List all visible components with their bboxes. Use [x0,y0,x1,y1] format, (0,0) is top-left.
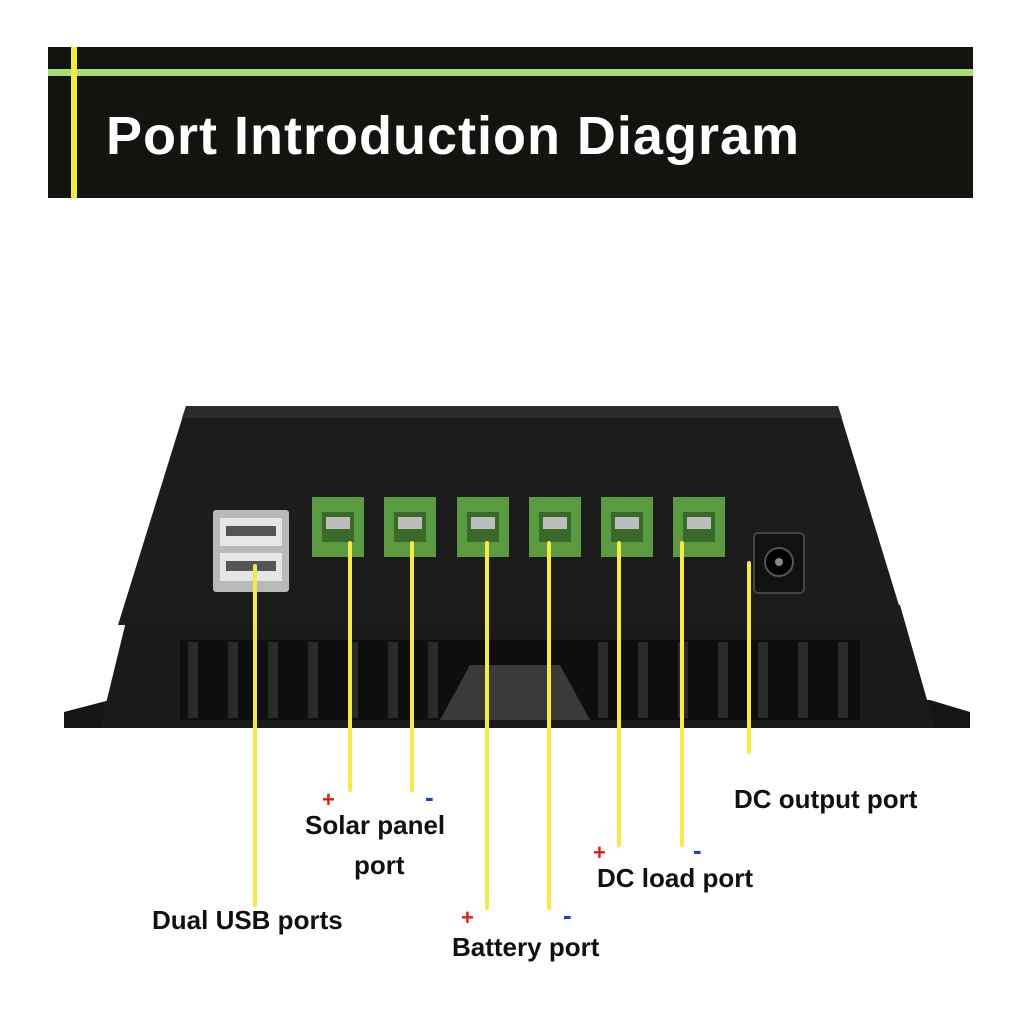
terminal-block-1 [312,497,364,557]
leader-lines [253,541,751,910]
terminal-block-4 [529,497,581,557]
title-banner: Port Introduction Diagram [48,47,973,198]
battery-minus-marker: - [563,900,572,930]
page-title: Port Introduction Diagram [106,106,801,166]
label-battery-port: Battery port [452,932,600,962]
battery-plus-marker: + [461,905,474,930]
terminal-block-5 [601,497,653,557]
solar-plus-marker: + [322,787,335,812]
dc-barrel-jack [753,532,805,594]
load-plus-marker: + [593,840,606,865]
usb-port-block [213,510,289,592]
label-solar-panel-line1: Solar panel [305,810,446,840]
heat-sink-center-gap [440,665,590,720]
terminal-block-3 [457,497,509,557]
label-dc-load-port: DC load port [597,863,753,893]
solar-minus-marker: - [425,782,434,812]
label-dc-output-port: DC output port [734,784,918,814]
label-solar-panel-line2: port [354,850,405,880]
device-top-edge [182,406,842,418]
load-minus-marker: - [693,835,702,865]
label-dual-usb-ports: Dual USB ports [152,905,343,935]
banner-yellow-stripe [71,47,77,198]
banner-green-stripe [48,69,973,76]
device-upper-body [118,406,905,625]
